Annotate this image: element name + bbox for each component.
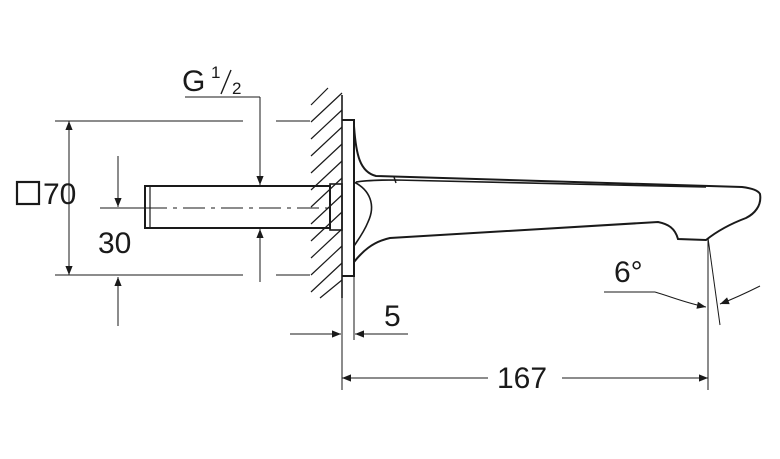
wall-hatching <box>310 87 343 299</box>
dim-spout-167: 167 <box>342 362 708 395</box>
thread-numerator: 1 <box>211 63 220 82</box>
dim-pipe-offset-30: 30 <box>98 156 131 326</box>
square-size-label: 70 <box>43 178 76 211</box>
pipe-connector <box>144 183 343 231</box>
spout-length-label: 167 <box>497 362 547 395</box>
square-symbol-icon <box>15 180 41 206</box>
spout-angle-label: 6° <box>614 256 643 289</box>
wall <box>310 87 343 299</box>
dim-angle-6: 6° <box>604 256 761 309</box>
thread-denominator: 2 <box>232 79 241 98</box>
dim-flange-5: 5 <box>290 300 408 338</box>
thread-label: G <box>182 65 205 98</box>
dim-thread-g-half: G 1 2 <box>182 63 264 282</box>
flange-thickness-label: 5 <box>384 300 401 333</box>
spout <box>353 125 762 263</box>
pipe-offset-label: 30 <box>98 227 131 260</box>
flange-plate <box>342 119 355 277</box>
dim-square-70: 70 <box>15 121 76 275</box>
